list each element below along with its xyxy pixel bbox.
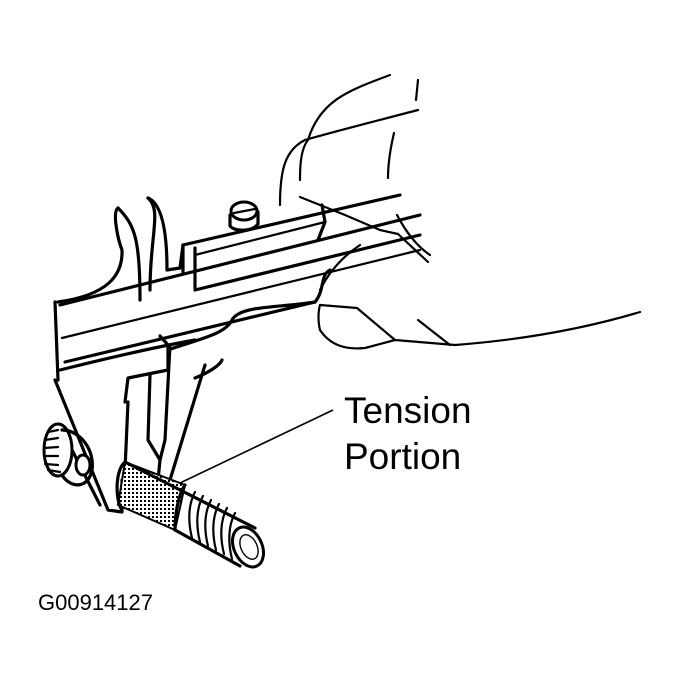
bolt-drawing [115,460,265,569]
thumb-wheel-drawing [42,422,94,487]
figure-id: G00914127 [38,590,153,615]
tension-portion-label: Tension Portion [344,390,472,477]
callout-leader-line [179,409,334,484]
caliper-drawing [53,193,422,514]
